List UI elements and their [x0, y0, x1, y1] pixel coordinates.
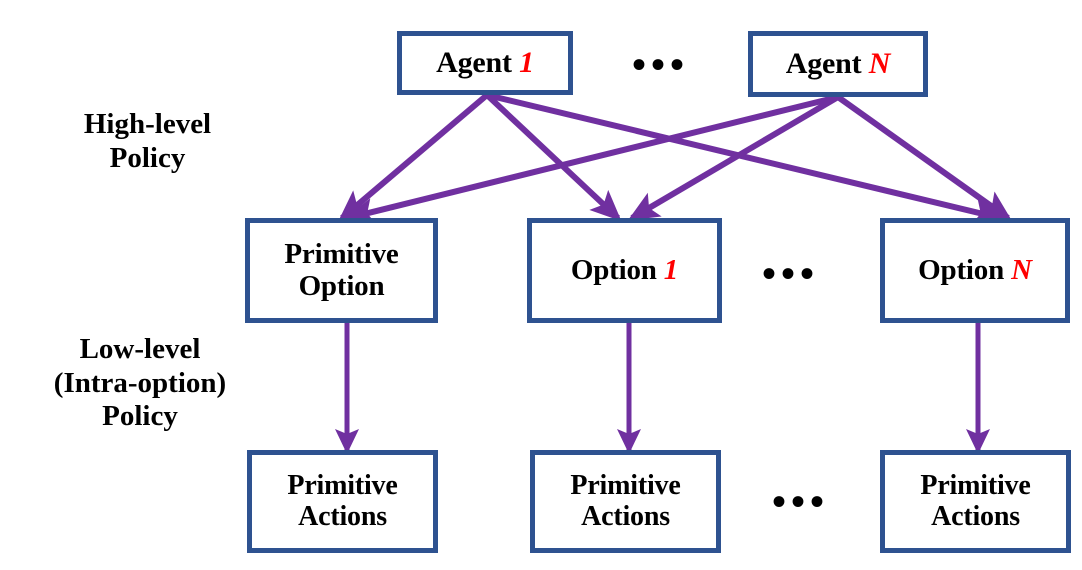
option-box-1-label: Option 1: [570, 253, 679, 286]
agent-box-n[interactable]: Agent N: [748, 31, 928, 97]
agent-box-n-label: Agent N: [785, 46, 891, 80]
agentn-to-option-n-arrow: [836, 94, 1012, 221]
primitive-option-box[interactable]: Primitive Option: [245, 218, 438, 323]
high-level-policy-label: High-level Policy: [83, 108, 212, 174]
option-box-n-index: N: [1011, 253, 1032, 286]
option-box-n-label: Option N: [918, 253, 1032, 286]
agent-box-n-index: N: [868, 46, 891, 80]
agent-row-ellipsis: •••: [632, 42, 690, 87]
agent-box-1-label: Agent 1: [436, 45, 534, 79]
option-to-action-edges: [335, 323, 991, 455]
option-row-ellipsis: •••: [762, 251, 820, 296]
primitive-actions-box-1-label: Primitive Actions: [287, 470, 398, 532]
agent-box-1-index: 1: [519, 45, 534, 79]
option-box-1[interactable]: Option 1: [527, 218, 722, 323]
action-row-ellipsis: •••: [772, 479, 830, 524]
agent1-to-option-1-arrow: [484, 92, 622, 222]
agent-to-option-edges: [338, 92, 1012, 226]
agent-box-1[interactable]: Agent 1: [397, 31, 573, 95]
primitive-actions-box-1[interactable]: Primitive Actions: [247, 450, 438, 553]
primitive-actions-box-3[interactable]: Primitive Actions: [880, 450, 1071, 553]
primitive-actions-box-2[interactable]: Primitive Actions: [530, 450, 721, 553]
agent1-to-option-n-arrow: [486, 92, 1005, 226]
primitive-actions-box-2-label: Primitive Actions: [570, 470, 681, 532]
option-box-1-index: 1: [663, 253, 679, 286]
option-box-n[interactable]: Option N: [880, 218, 1070, 323]
agentn-to-option-1-arrow: [627, 94, 840, 221]
primitive-option-box-label: Primitive Option: [284, 238, 399, 302]
agent1-to-primitive-option-arrow: [338, 92, 489, 222]
primitive-actions-box-3-label: Primitive Actions: [920, 470, 1031, 532]
agentn-to-primitive-option-arrow: [343, 94, 839, 226]
low-level-policy-label: Low-level (Intra-option) Policy: [53, 333, 227, 433]
